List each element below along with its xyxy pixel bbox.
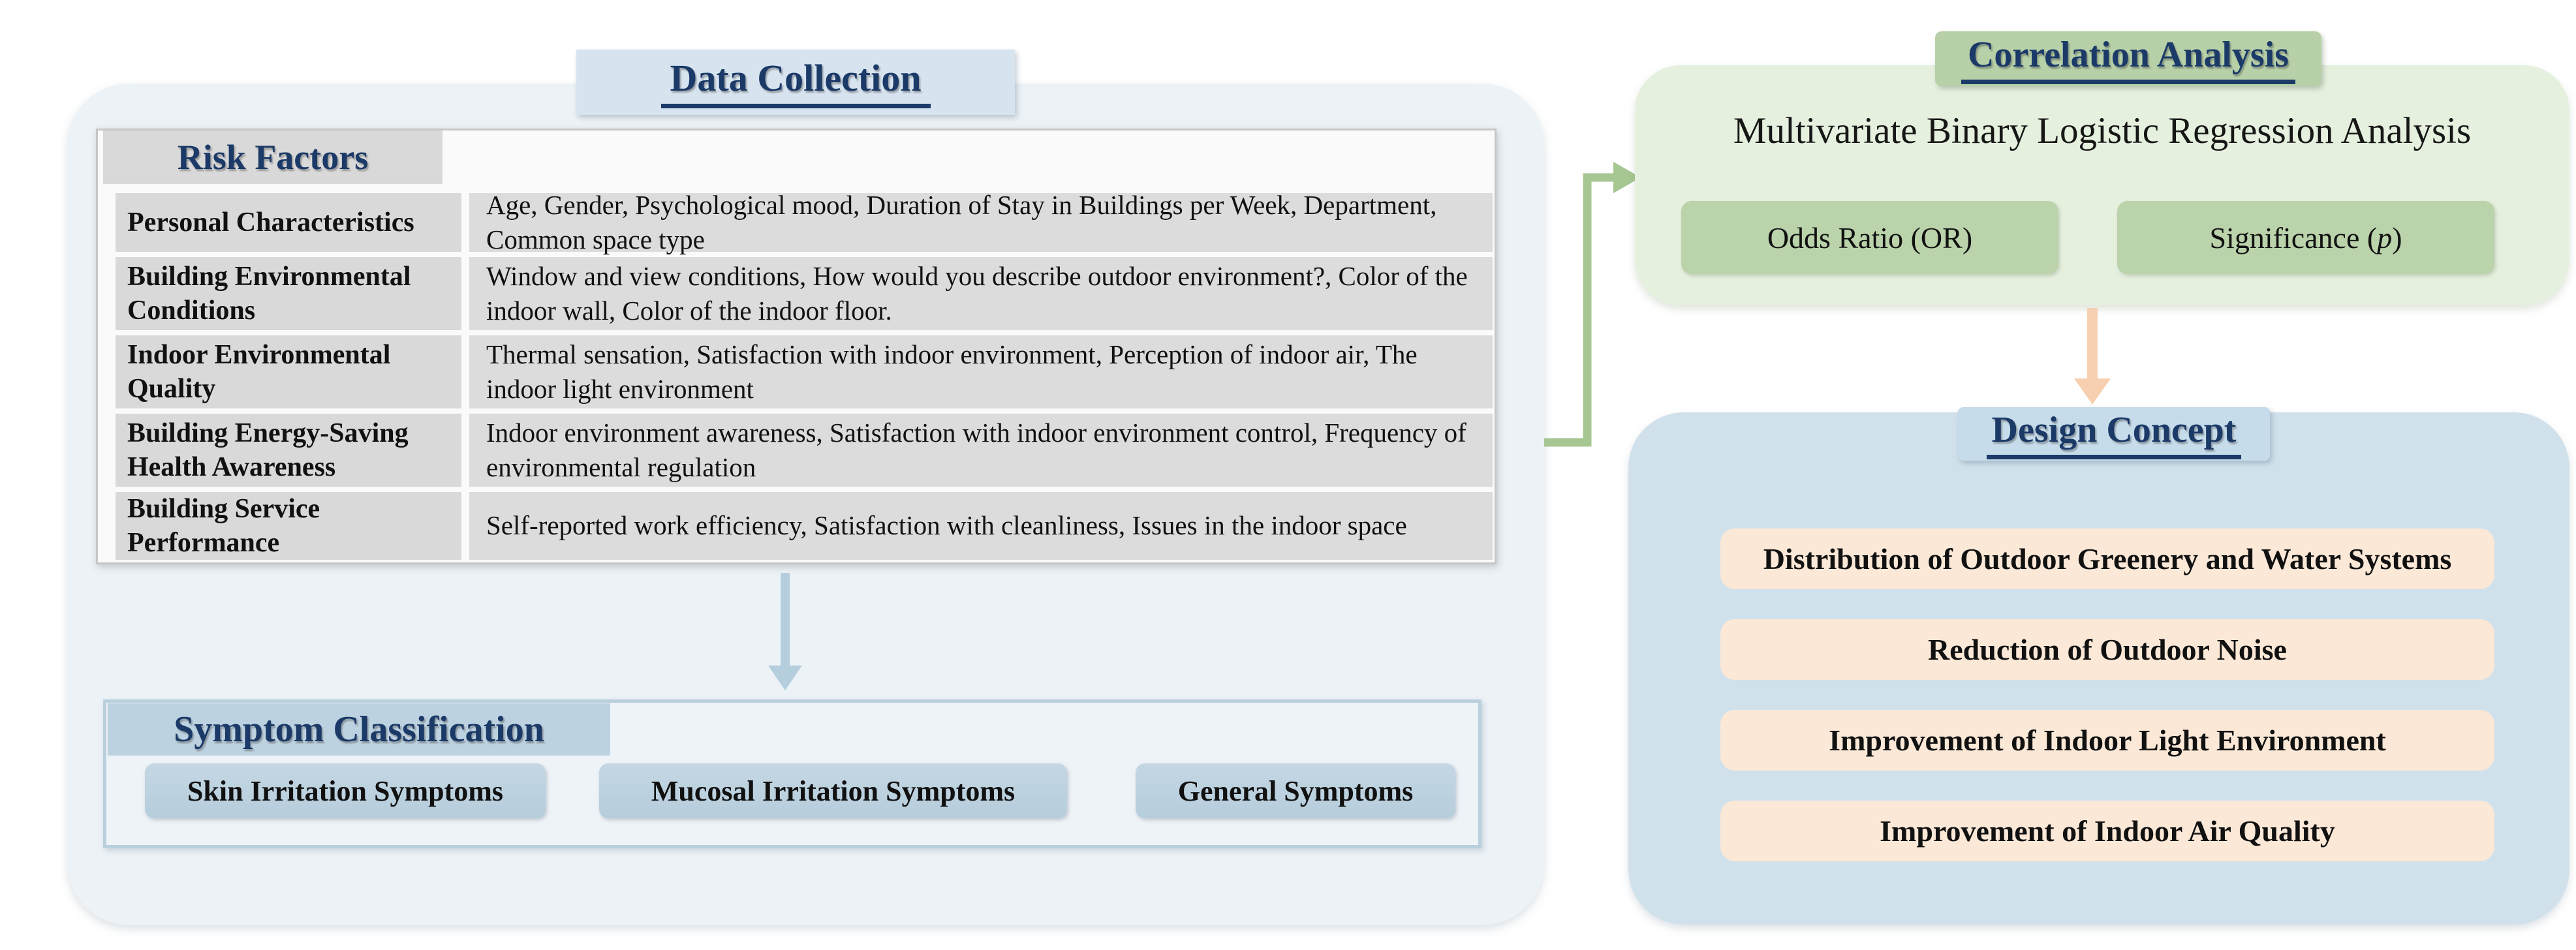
- design-item-light: Improvement of Indoor Light Environment: [1720, 710, 2494, 771]
- row-description: Age, Gender, Psychological mood, Duratio…: [469, 190, 1493, 254]
- design-item-noise: Reduction of Outdoor Noise: [1720, 619, 2494, 680]
- risk-factors-title-box: Risk Factors: [103, 130, 442, 184]
- row-label: Indoor Environmental Quality: [116, 335, 461, 408]
- design-item-air-quality: Improvement of Indoor Air Quality: [1720, 801, 2494, 861]
- row-label: Building Energy-Saving Health Awareness: [116, 414, 461, 487]
- row-label: Building Service Performance: [116, 492, 461, 560]
- significance-box: Significance (p): [2117, 201, 2494, 274]
- row-label: Building Environmental Conditions: [116, 257, 461, 330]
- symptom-classification-title: Symptom Classification: [174, 709, 544, 750]
- design-concept-title-box: Design Concept: [1958, 407, 2270, 461]
- row-description: Self-reported work efficiency, Satisfact…: [469, 492, 1493, 560]
- table-to-symptoms-arrow-icon: [768, 573, 802, 690]
- row-description: Indoor environment awareness, Satisfacti…: [469, 414, 1493, 487]
- odds-ratio-box: Odds Ratio (OR): [1681, 201, 2058, 274]
- design-concept-title: Design Concept: [1986, 409, 2242, 459]
- table-row: Building Service Performance Self-report…: [116, 492, 1493, 560]
- correlation-analysis-title-box: Correlation Analysis: [1935, 31, 2321, 86]
- significance-label-suffix: ): [2392, 221, 2402, 254]
- table-row: Building Environmental Conditions Window…: [116, 257, 1493, 330]
- row-description: Window and view conditions, How would yo…: [469, 257, 1493, 330]
- significance-p-symbol: p: [2377, 221, 2393, 254]
- symptom-category-skin: Skin Irritation Symptoms: [145, 763, 546, 818]
- significance-label-prefix: Significance (: [2209, 221, 2378, 254]
- table-row: Personal Characteristics Age, Gender, Ps…: [116, 190, 1493, 254]
- design-item-greenery-water: Distribution of Outdoor Greenery and Wat…: [1720, 529, 2494, 589]
- data-collection-title: Data Collection: [660, 56, 931, 108]
- data-to-correlation-arrow-icon: [1544, 162, 1641, 447]
- table-row: Indoor Environmental Quality Thermal sen…: [116, 335, 1493, 408]
- row-label: Personal Characteristics: [116, 193, 461, 252]
- table-row: Building Energy-Saving Health Awareness …: [116, 414, 1493, 487]
- symptom-category-general: General Symptoms: [1136, 763, 1455, 818]
- regression-method-text: Multivariate Binary Logistic Regression …: [1733, 110, 2472, 151]
- data-collection-title-box: Data Collection: [576, 50, 1015, 115]
- row-description: Thermal sensation, Satisfaction with ind…: [469, 335, 1493, 408]
- correlation-to-design-arrow-icon: [2074, 308, 2111, 405]
- correlation-analysis-title: Correlation Analysis: [1961, 34, 2296, 84]
- symptom-classification-title-box: Symptom Classification: [108, 703, 610, 756]
- symptom-category-mucosal: Mucosal Irritation Symptoms: [599, 763, 1067, 818]
- risk-factors-title: Risk Factors: [177, 138, 369, 177]
- risk-factors-rows: Personal Characteristics Age, Gender, Ps…: [116, 190, 1493, 560]
